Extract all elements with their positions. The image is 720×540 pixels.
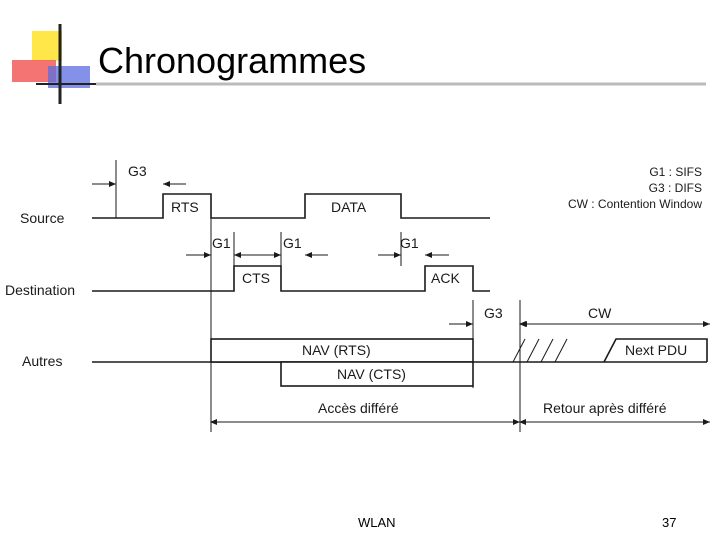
legend-cw: CW : Contention Window bbox=[568, 197, 702, 211]
page-title: Chronogrammes bbox=[98, 40, 367, 81]
cw-label: CW bbox=[588, 305, 612, 321]
destination-timeline bbox=[92, 265, 490, 292]
frame-ack-label: ACK bbox=[431, 270, 460, 286]
next-pdu-label: Next PDU bbox=[625, 342, 687, 358]
nav-rts-label: NAV (RTS) bbox=[302, 342, 371, 358]
row-label-autres: Autres bbox=[22, 353, 62, 369]
page-number: 37 bbox=[662, 515, 677, 530]
g1-c-label: G1 bbox=[400, 235, 419, 251]
frame-cts-label: CTS bbox=[242, 270, 270, 286]
slide-logo bbox=[12, 24, 96, 104]
source-timeline bbox=[92, 193, 490, 219]
legend-g3: G3 : DIFS bbox=[649, 181, 702, 195]
frame-data-label: DATA bbox=[331, 199, 367, 215]
nav-cts-box bbox=[280, 361, 474, 387]
g1-a-label: G1 bbox=[212, 235, 231, 251]
logo-yellow-square bbox=[32, 31, 62, 61]
next-pdu-frame bbox=[603, 338, 708, 363]
frame-rts-label: RTS bbox=[171, 199, 199, 215]
nav-cts-label: NAV (CTS) bbox=[337, 366, 406, 382]
g1-b-label: G1 bbox=[283, 235, 302, 251]
g3-top-label: G3 bbox=[128, 163, 147, 179]
row-label-source: Source bbox=[20, 210, 65, 226]
retour-label: Retour après différé bbox=[543, 400, 667, 416]
g3-lower-label: G3 bbox=[484, 305, 503, 321]
acces-differe-label: Accès différé bbox=[318, 400, 399, 416]
row-label-destination: Destination bbox=[5, 282, 75, 298]
logo-red-bar bbox=[12, 60, 56, 82]
legend-g1: G1 : SIFS bbox=[649, 165, 702, 179]
footer-label: WLAN bbox=[358, 515, 396, 530]
backoff-slots bbox=[512, 338, 568, 363]
